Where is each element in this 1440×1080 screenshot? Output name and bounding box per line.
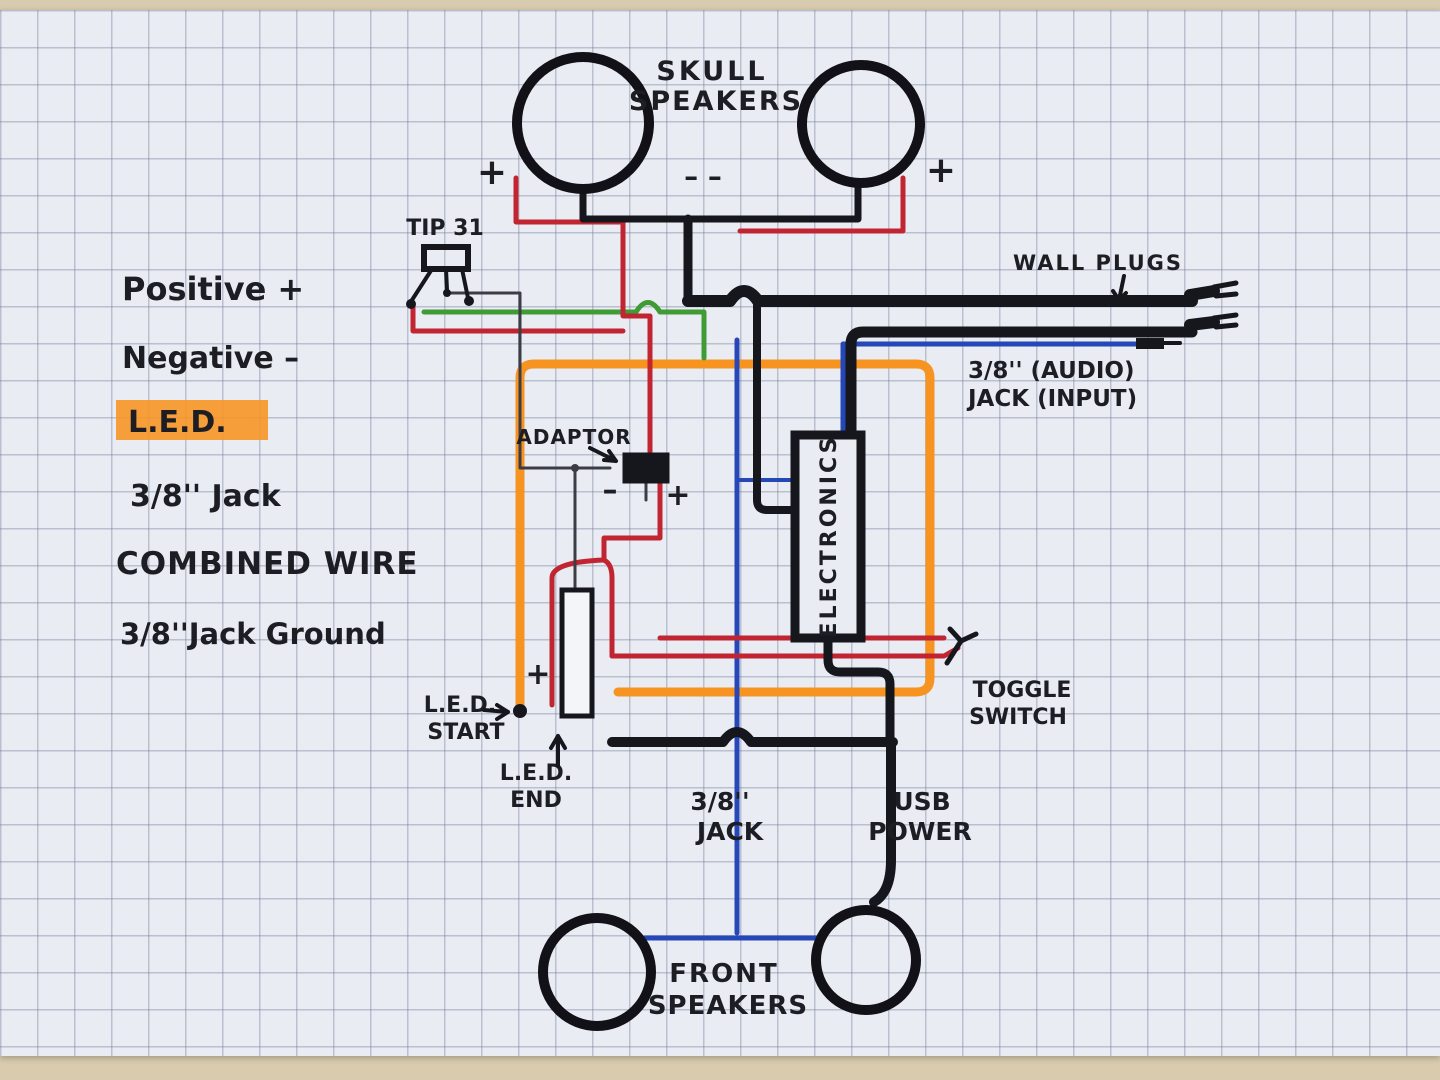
usb-text-1: USB	[893, 787, 950, 816]
legend-positive: Positive +	[122, 270, 304, 308]
led-end-arrow	[549, 734, 567, 768]
wall-plugs: WALL PLUGS	[1013, 251, 1239, 349]
negative-wires	[447, 291, 648, 590]
plug-bottom	[1184, 316, 1220, 331]
legend-combined: COMBINED WIRE	[116, 546, 419, 582]
skull-speaker-left	[512, 52, 654, 194]
led-end-text-2: END	[510, 788, 562, 813]
skull-speakers-label-2: SPEAKERS	[629, 86, 803, 117]
legend-jack-ground: 3/8''Jack Ground	[120, 617, 386, 651]
jack-bottom-label: 3/8'' JACK	[690, 787, 764, 846]
front-speaker-right	[811, 905, 921, 1015]
legend: Positive + Negative – L.E.D. 3/8'' Jack …	[116, 270, 419, 651]
skull-speakers: SKULL SPEAKERS – – + +	[477, 52, 956, 194]
adaptor-minus: –	[603, 473, 618, 508]
toggle-symbol	[944, 626, 979, 666]
audio-jack-label-1: 3/8'' (AUDIO)	[968, 358, 1135, 384]
front-speaker-left	[538, 913, 656, 1031]
led-module: +	[525, 587, 595, 719]
adaptor: ADAPTOR – +	[516, 425, 690, 513]
legend-led: L.E.D.	[128, 405, 227, 440]
led-start-dot	[513, 704, 527, 718]
tip31-body	[421, 244, 471, 272]
skull-speakers-label-1: SKULL	[656, 56, 767, 87]
jack-ground-wire	[421, 300, 707, 361]
toggle-label-2: SWITCH	[969, 705, 1067, 730]
led-start-arrow	[482, 703, 510, 721]
audio-jack-label-2: JACK (INPUT)	[966, 386, 1137, 412]
electronics-outline	[790, 430, 866, 643]
speaker-plus-right: +	[926, 150, 956, 191]
wall-plugs-label: WALL PLUGS	[1013, 251, 1183, 275]
adaptor-label: ADAPTOR	[516, 425, 631, 449]
wall-plugs-arrow	[1111, 274, 1128, 302]
toggle-label-1: TOGGLE	[973, 678, 1072, 703]
adaptor-arrow	[588, 446, 618, 463]
tip31-label: TIP 31	[406, 216, 484, 241]
led-wire-loop	[513, 359, 935, 718]
speaker-minus-signs: – –	[684, 160, 722, 193]
led-end-label: L.E.D. END	[500, 734, 572, 813]
audio-plug	[1136, 338, 1164, 349]
combined-wires	[579, 179, 1198, 907]
front-speakers: FRONT SPEAKERS	[538, 905, 921, 1031]
speaker-plus-left: +	[477, 152, 507, 193]
adaptor-body	[622, 452, 670, 484]
usb-power-label: USB POWER	[868, 787, 971, 846]
adaptor-plus: +	[665, 478, 690, 513]
skull-speaker-right	[797, 60, 925, 188]
front-speakers-label-1: FRONT	[669, 959, 778, 989]
graph-paper	[0, 10, 1440, 1056]
led-start-label: L.E.D. START	[424, 693, 510, 745]
jack-bottom-text-1: 3/8''	[690, 787, 749, 816]
legend-led-highlight	[116, 400, 268, 440]
led-end-text-1: L.E.D.	[500, 761, 572, 786]
legend-jack: 3/8'' Jack	[130, 479, 282, 514]
electronics-label: ELECTRONICS	[817, 435, 842, 638]
led-start-text-2: START	[427, 720, 504, 745]
front-speakers-label-2: SPEAKERS	[648, 991, 808, 1021]
led-body	[559, 587, 595, 719]
legend-negative: Negative –	[122, 341, 299, 376]
audio-jack-input: 3/8'' (AUDIO) JACK (INPUT)	[966, 358, 1137, 412]
usb-text-2: POWER	[868, 817, 971, 846]
tip31-transistor: TIP 31	[406, 216, 484, 309]
plug-top	[1184, 285, 1220, 301]
led-start-text-1: L.E.D.	[424, 693, 496, 718]
jack-bottom-text-2: JACK	[695, 817, 765, 846]
led-plus: +	[525, 657, 550, 692]
toggle-switch: TOGGLE SWITCH	[944, 626, 1072, 730]
electronics-box: ELECTRONICS	[790, 430, 866, 643]
